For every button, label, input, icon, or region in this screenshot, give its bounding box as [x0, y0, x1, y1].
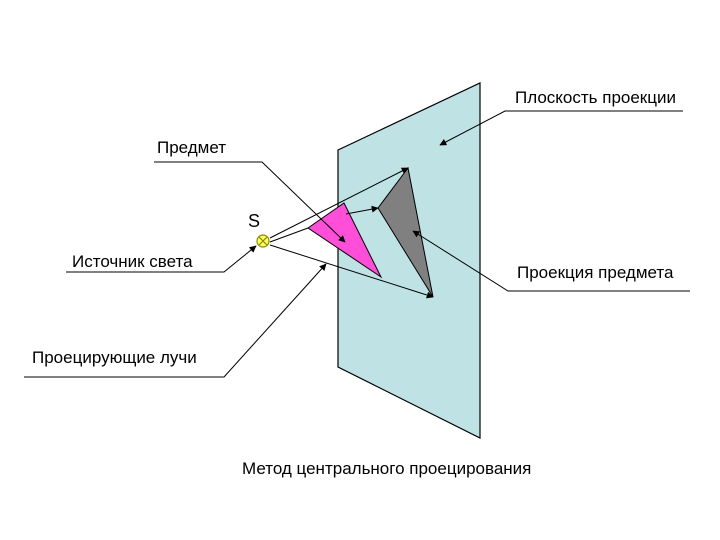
- leader-source: [66, 245, 257, 273]
- ray-bottom: [269, 244, 434, 299]
- leader-plane: [439, 110, 683, 146]
- label-projection-plane: Плоскость проекции: [515, 88, 676, 107]
- leader-object: [154, 161, 346, 243]
- light-source-icon: [256, 234, 270, 248]
- object-projection: [377, 166, 434, 298]
- ray-top: [269, 167, 409, 239]
- diagram-caption: Метод центрального проецирования: [242, 459, 532, 478]
- label-source-letter: S: [248, 211, 261, 231]
- label-object: Предмет: [157, 138, 227, 157]
- leader-rays: [24, 263, 327, 378]
- leader-lines: [24, 110, 690, 378]
- projecting-rays: [269, 167, 434, 299]
- leader-projection: [412, 230, 690, 292]
- ray-middle: [345, 205, 379, 215]
- label-object-projection: Проекция предмета: [517, 263, 674, 282]
- label-projecting-rays: Проецирующие лучи: [32, 348, 197, 367]
- label-light-source: Источник света: [72, 252, 193, 271]
- ray-inner: [269, 227, 309, 243]
- projection-plane: [337, 82, 481, 439]
